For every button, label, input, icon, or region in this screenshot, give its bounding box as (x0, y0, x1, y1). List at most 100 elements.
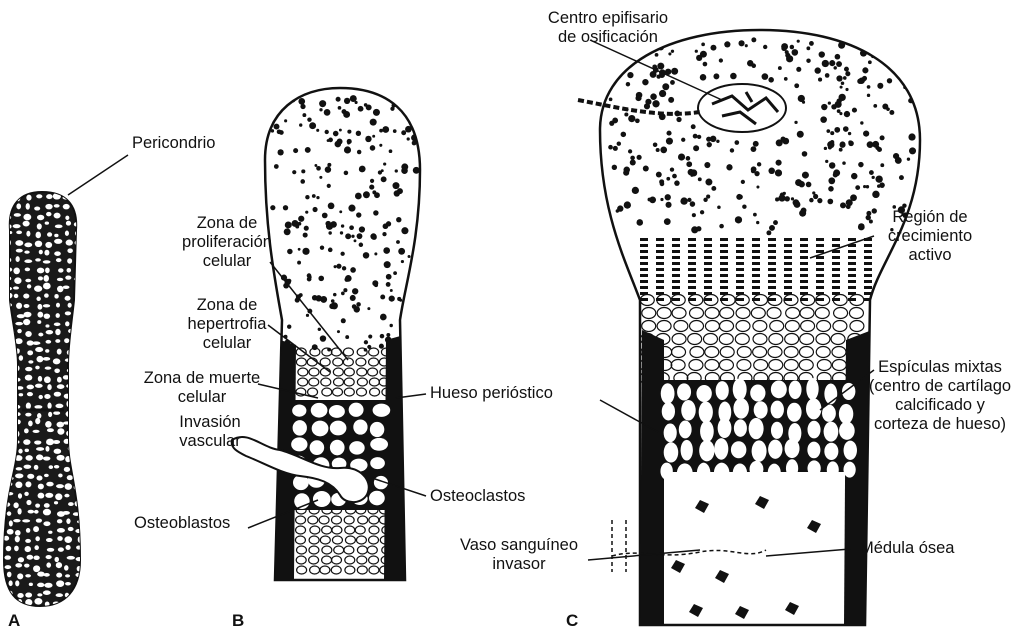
chondrocyte (796, 67, 801, 72)
cartilage-cell (66, 240, 73, 246)
cartilage-cell (5, 303, 12, 307)
chondrocyte (643, 166, 649, 172)
chondrocyte (359, 166, 366, 173)
chondrocyte (848, 140, 852, 144)
cartilage-cell (7, 529, 14, 535)
chondrocyte (815, 67, 821, 73)
chondrocyte (786, 55, 793, 62)
cartilage-cell (27, 350, 33, 355)
cartilage-cell (48, 531, 52, 534)
chondrocyte (687, 198, 691, 202)
cartilage-cell (17, 593, 23, 598)
cartilage-cell (33, 526, 39, 532)
chondrocyte (307, 277, 312, 282)
cartilage-cell (38, 493, 45, 499)
cartilage-cell (77, 494, 81, 498)
growth-column-cell (832, 238, 840, 241)
cartilage-cell (33, 565, 40, 572)
cartilage-cell (75, 456, 83, 460)
growth-column-cell (832, 268, 840, 271)
growth-column-cell (736, 244, 744, 247)
spicule-gap (827, 461, 839, 478)
cartilage-cell (55, 224, 63, 228)
chondrocyte (666, 177, 670, 181)
cartilage-cell (2, 430, 9, 435)
cartilage-cell (45, 222, 49, 225)
chondrocyte (359, 226, 365, 232)
chondrocyte (635, 95, 641, 101)
growth-column-cell (688, 262, 696, 265)
chondrocyte (793, 199, 800, 206)
growth-column-cell (736, 274, 744, 277)
chondrocyte (738, 40, 744, 46)
chondrocyte (848, 132, 851, 135)
cartilage-cell (37, 312, 43, 318)
spicule-gap (696, 385, 711, 402)
chondrocyte (344, 146, 351, 153)
cartilage-cell (18, 449, 22, 454)
chondrocyte (343, 288, 347, 292)
chondrocyte (274, 164, 279, 169)
growth-column-cell (832, 274, 840, 277)
chondrocyte (411, 113, 415, 117)
cartilage-cell (25, 481, 31, 487)
growth-column-cell (784, 262, 792, 265)
chondrocyte (851, 173, 857, 179)
chondrocyte (628, 149, 632, 153)
cartilage-cell (25, 331, 32, 337)
chondrocyte (844, 67, 849, 72)
chondrocyte (695, 50, 698, 53)
cartilage-cell (36, 476, 42, 481)
spicule-gap (664, 442, 679, 462)
chondrocyte (386, 282, 391, 287)
cartilage-cell (25, 592, 32, 597)
cartilage-cell (57, 286, 64, 292)
spicule-gap (733, 398, 748, 419)
cartilage-cell (65, 574, 70, 577)
chondrocyte (868, 60, 872, 64)
growth-column-cell (752, 274, 760, 277)
chondrocyte (399, 299, 402, 302)
chondrocyte (842, 161, 846, 165)
chondrocyte (875, 175, 882, 182)
chondrocyte (710, 45, 716, 51)
cartilage-cell (76, 303, 80, 309)
cartilage-cell (43, 509, 51, 516)
chondrocyte (753, 141, 759, 147)
chondrocyte (612, 118, 618, 124)
chondrocyte (907, 157, 910, 160)
chondrocyte (394, 190, 400, 196)
cartilage-cell (15, 473, 23, 478)
cartilage-cell (44, 583, 52, 588)
cartilage-cell (55, 404, 63, 408)
chondrocyte (364, 103, 368, 107)
growth-column-cell (672, 244, 680, 247)
cartilage-cell (4, 555, 11, 559)
chondrocyte (395, 169, 398, 172)
cartilage-cell (43, 275, 49, 282)
cartilage-cell (8, 421, 14, 427)
cartilage-cell (67, 268, 72, 273)
growth-column-cell (720, 256, 728, 259)
cartilage-cell (44, 250, 49, 256)
label-medula-osea: Médula ósea (860, 539, 954, 558)
cartilage-cell (47, 548, 54, 552)
chondrocyte (828, 177, 835, 184)
chondrocyte (407, 137, 410, 140)
growth-column-cell (688, 268, 696, 271)
growth-column-cell (864, 268, 872, 271)
cartilage-cell (38, 276, 43, 280)
spicule-gap (662, 402, 675, 420)
cartilage-cell (64, 494, 69, 498)
chondrocyte (781, 45, 787, 51)
cartilage-cell (55, 493, 62, 500)
chondrocyte (613, 70, 618, 75)
chondrocyte (696, 55, 702, 61)
chondrocyte (690, 201, 696, 207)
cartilage-cell (77, 356, 82, 362)
growth-column-cell (752, 268, 760, 271)
chondrocyte (835, 101, 842, 108)
chondrocyte (373, 210, 378, 215)
growth-column-cell (736, 268, 744, 271)
panel-label-c: C (566, 611, 578, 631)
